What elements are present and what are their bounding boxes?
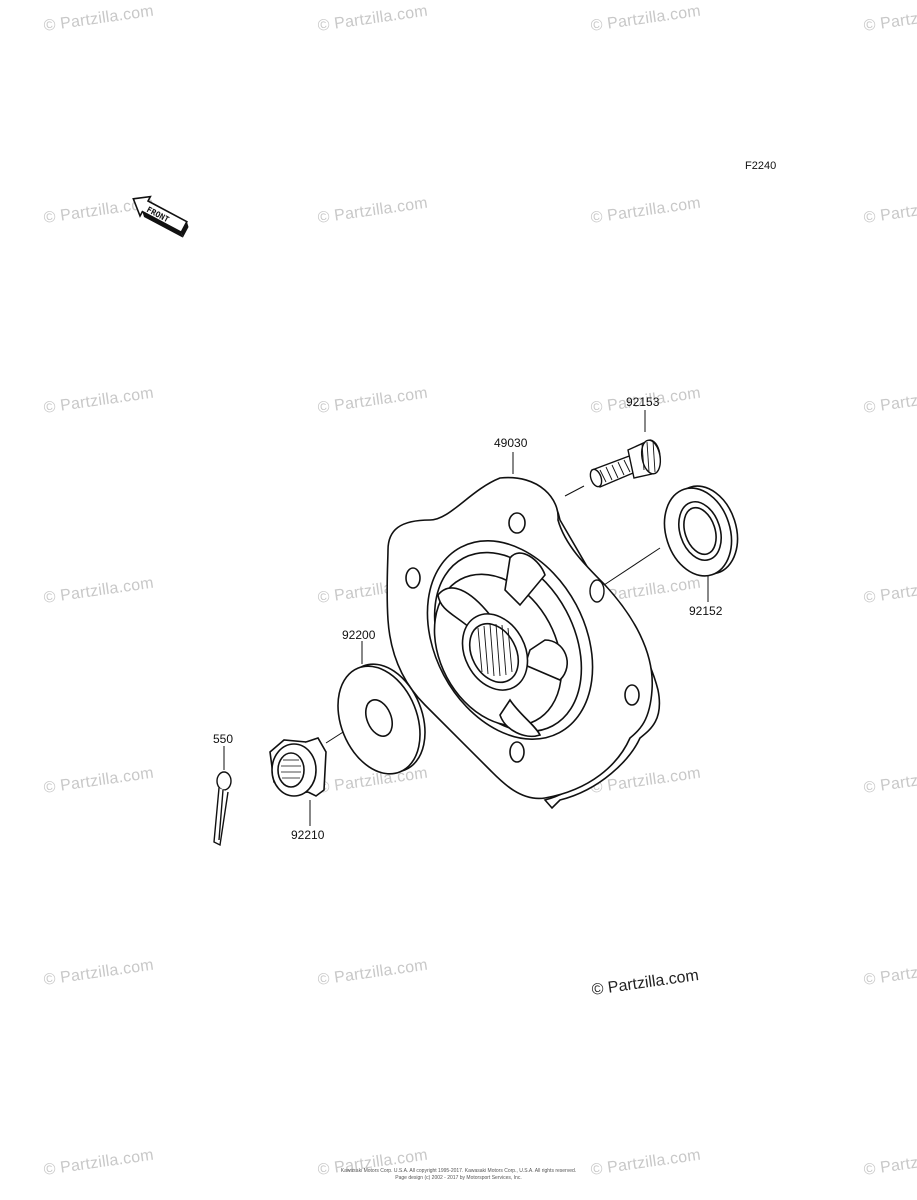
figure-code: F2240 [745, 160, 777, 172]
nut-threads [281, 759, 301, 779]
callout-49030: 49030 [494, 436, 528, 450]
callout-550: 550 [213, 732, 234, 746]
copyright-line-1: Kawasaki Motors Corp. U.S.A. All copyrig… [340, 1168, 577, 1174]
front-arrow-icon: FRONT [132, 195, 189, 238]
callout-92153: 92153 [626, 395, 660, 409]
hub-flange [386, 476, 661, 810]
callout-92152: 92152 [689, 604, 723, 618]
callout-92210: 92210 [291, 828, 325, 842]
copyright-line-2: Page design (c) 2002 - 2017 by Motorspor… [395, 1175, 522, 1181]
oil-seal [663, 485, 739, 577]
hub-boss [589, 579, 605, 603]
castle-nut [269, 737, 327, 797]
hub-splines [477, 623, 513, 677]
callout-92200: 92200 [342, 628, 376, 642]
stud-threads [599, 440, 656, 483]
washer [337, 663, 426, 775]
cotter-pin [213, 771, 232, 847]
